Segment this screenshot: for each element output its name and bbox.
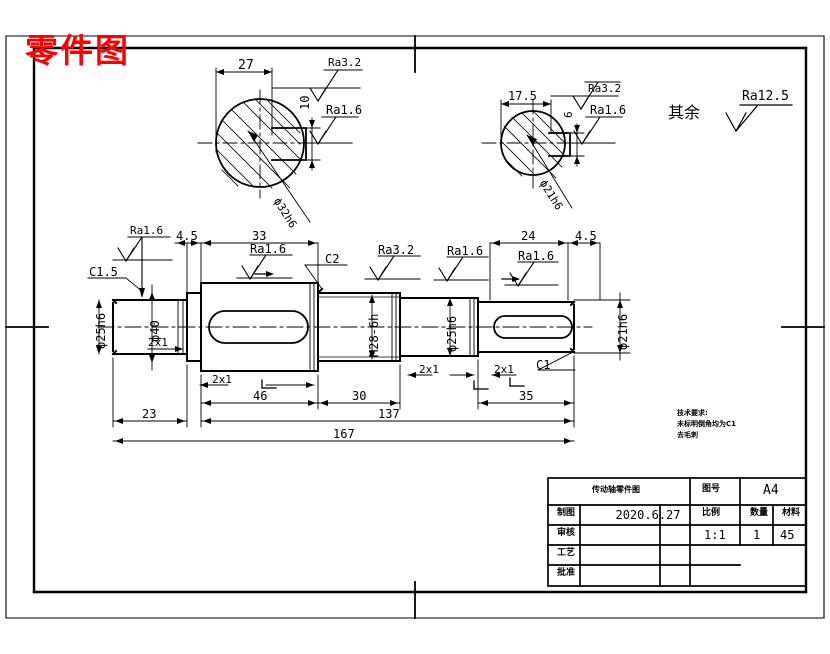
dim-right-section-6 (565, 123, 585, 167)
title-block-row-label-0: 制图 (557, 508, 576, 518)
roughness-symbol-main-4 (433, 256, 489, 283)
chamfer-leaders (87, 264, 576, 371)
roughness-label-main-1: Ra1.6 (130, 224, 164, 237)
dim-label-bottom-30: 30 (352, 389, 367, 403)
roughness-label-right-top: Ra3.2 (588, 82, 622, 95)
dim-bottom-chain (112, 355, 575, 444)
dim-label-bottom-35: 35 (519, 389, 534, 403)
dim-right-section-17-5 (500, 99, 552, 139)
dim-label-top-2: 33 (252, 229, 267, 243)
groove-label-4: 2x1 (494, 363, 514, 376)
dim-groove-leaders (147, 346, 517, 388)
roughness-label-left-side: Ra1.6 (326, 103, 363, 117)
roughness-label-main-2: Ra1.6 (250, 242, 287, 256)
dim-diameter-25h6-b (447, 297, 453, 357)
dim-label-right-section-width: 17.5 (508, 89, 537, 103)
dim-label-top-4: 4.5 (575, 229, 597, 243)
title-block-scale-value: 1:1 (704, 528, 726, 542)
dim-label-left-section-keywidth: 10 (298, 95, 312, 110)
dim-label-left-section-width: 27 (238, 58, 254, 73)
groove-label-3: 2x1 (419, 363, 439, 376)
keyway-slot-right (493, 315, 573, 339)
title-block-part-name: 传动轴零件图 (592, 485, 640, 494)
dim-label-top-1: 4.5 (176, 229, 198, 243)
chamfer-label-c1: C1 (536, 358, 551, 372)
leader-left-section-diameter (247, 130, 311, 223)
dim-label-top-3: 24 (521, 229, 536, 243)
roughness-symbol-left-side (305, 116, 359, 146)
dim-left-section-10 (299, 117, 321, 171)
dim-label-bottom-23: 23 (142, 407, 157, 421)
dim-left-section-27 (215, 67, 273, 153)
roughness-label-main-4: Ra1.6 (447, 244, 484, 258)
dim-top-chain (174, 240, 601, 301)
dim-label-bottom-137: 137 (378, 407, 400, 421)
dim-label-bottom-167: 167 (333, 427, 355, 441)
tech-req-line-2: 去毛刺 (677, 431, 698, 439)
title-block-drawing-no-value: A4 (763, 483, 779, 498)
title-block-qty-label: 数量 (750, 508, 769, 518)
leader-right-section-diameter (526, 134, 573, 209)
keyway-slot-left (208, 310, 309, 344)
tech-req-heading: 技术要求: (677, 409, 708, 417)
roughness-label-main-5: Ra1.6 (518, 249, 555, 263)
roughness-label-right-side: Ra1.6 (590, 103, 627, 117)
section-view-right-hatch (501, 111, 565, 179)
page-title: 零件图 (25, 31, 130, 70)
sheet-center-marks (5, 35, 825, 619)
chamfer-label-c2: C2 (325, 252, 340, 266)
roughness-symbol-main-5 (504, 261, 559, 288)
dim-label-bottom-46: 46 (253, 389, 268, 403)
title-block-scale-label: 比例 (702, 508, 721, 518)
diameter-label-main-3: M28-6h (367, 313, 381, 357)
dim-diameter-25h6 (96, 299, 102, 355)
title-block-qty-value: 1 (753, 528, 761, 542)
title-block-row-label-2: 工艺 (557, 548, 576, 558)
dim-label-right-section-keywidth: 6 (562, 111, 575, 118)
dim-thread-m28 (369, 294, 375, 360)
title-block-row-label-1: 审核 (557, 528, 576, 538)
roughness-symbol-right-top (550, 81, 621, 111)
dim-diameter-21h6 (573, 292, 631, 361)
general-note-label: 其余 (668, 103, 701, 122)
chamfer-label-c1-5: C1.5 (89, 265, 118, 279)
title-block-material-label: 材料 (782, 508, 801, 518)
title-block-material-value: 45 (780, 528, 795, 542)
roughness-symbol-main-3 (364, 255, 421, 282)
title-block-row-label-3: 批准 (557, 568, 576, 578)
roughness-symbol-right-side (569, 116, 623, 146)
diameter-label-main-2: ϕ40 (148, 320, 162, 342)
general-note-roughness: Ra12.5 (742, 89, 789, 104)
roughness-label-main-3: Ra3.2 (378, 243, 415, 257)
general-roughness-symbol (725, 104, 793, 133)
diameter-label-main-1: ϕ25h6 (94, 312, 108, 349)
title-block-drawing-no-label: 图号 (702, 484, 721, 494)
groove-label-2: 2x1 (212, 373, 232, 386)
roughness-symbol-main-1 (112, 236, 173, 298)
roughness-symbol-main-2 (236, 254, 293, 281)
tech-req-line-1: 未标明倒角均为C1 (677, 420, 737, 428)
diameter-label-main-4: ϕ25h6 (445, 315, 459, 352)
thread-minor-lines (317, 296, 401, 358)
roughness-symbol-left-top (271, 69, 363, 103)
title-block-date: 2020.6.27 (615, 508, 681, 522)
dim-diameter-40 (149, 284, 155, 371)
groove-label-1: 2x1 (148, 336, 168, 349)
diameter-label-main-5: ϕ21h6 (616, 313, 630, 350)
roughness-label-left-top: Ra3.2 (328, 56, 362, 69)
title-block-grid (547, 477, 807, 587)
section-arrows (254, 271, 525, 390)
